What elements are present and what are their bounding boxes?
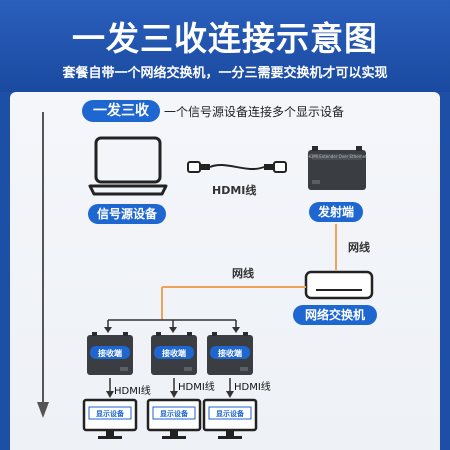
network-switch-icon <box>304 270 374 300</box>
scenario-badge: 一发三收 <box>82 100 160 122</box>
source-label: 信号源设备 <box>88 204 166 224</box>
flow-arrow-icon <box>37 112 49 418</box>
network-line-horizontal <box>161 286 306 320</box>
receiver-label: 接收端 <box>98 348 122 358</box>
transmitter-device-icon: HDMI Extender Over Ethernet <box>307 146 367 190</box>
hdmi-cable-label: HDMI线 <box>212 184 257 197</box>
distribution-lines <box>104 319 240 333</box>
page-subtitle: 套餐自带一个网络交换机，一分三需要交换机才可以实现 <box>62 66 388 81</box>
rx-hdmi-label-3: HDMI线 <box>234 382 271 393</box>
page-title: 一发三收连接示意图 <box>72 19 378 58</box>
rx-hdmi-label-2: HDMI线 <box>178 382 215 393</box>
hdmi-cable-icon <box>187 161 287 173</box>
rx-hdmi-label-1: HDMI线 <box>114 386 151 397</box>
network-cable-label-horizontal: 网线 <box>232 267 254 280</box>
display-monitor-3: 显示设备 <box>202 398 258 439</box>
receiver-label: 接收端 <box>162 348 186 358</box>
network-line-vertical <box>335 224 337 270</box>
transmitter-device-text: HDMI Extender Over Ethernet <box>307 154 367 159</box>
transmitter-label: 发射端 <box>309 202 363 222</box>
receiver-device-2: 接收端 <box>151 332 197 375</box>
laptop-icon <box>88 136 168 196</box>
header-banner <box>0 0 450 92</box>
receiver-label: 接收端 <box>218 348 242 358</box>
switch-label: 网络交换机 <box>293 305 377 325</box>
network-cable-label-vertical: 网线 <box>348 241 370 254</box>
display-label: 显示设备 <box>160 409 189 418</box>
display-label: 显示设备 <box>216 409 245 418</box>
receiver-device-3: 接收端 <box>207 332 253 375</box>
display-monitor-1: 显示设备 <box>82 398 138 439</box>
scenario-description: 一个信号源设备连接多个显示设备 <box>164 105 345 119</box>
receiver-device-1: 接收端 <box>87 332 133 375</box>
rx-to-display-arrows <box>106 378 234 398</box>
display-label: 显示设备 <box>96 409 125 418</box>
display-monitor-2: 显示设备 <box>146 398 202 439</box>
